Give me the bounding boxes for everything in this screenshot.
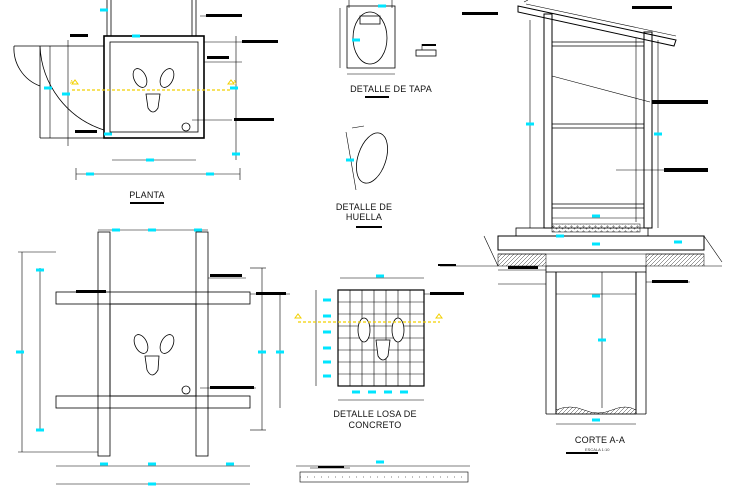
dimension-tag [592,418,600,422]
dimension-tag [654,132,662,136]
dimension-tag [146,158,154,162]
dimension-tag [323,346,331,350]
section-title: CORTE A-A [574,435,626,445]
dimension-tag [592,294,600,298]
dimension-tag [148,482,156,486]
dimension-tag [526,122,534,126]
section-mark-left: A [70,80,74,86]
dimension-tag [323,330,331,334]
dimension-tag [368,390,376,394]
dimension-tag [323,360,331,364]
dimension-tag [556,234,564,238]
dimension-tag [194,228,202,232]
dimension-tag [378,4,386,8]
dimension-tag [232,152,240,156]
dimension-tag [376,274,384,278]
dimension-tag [323,298,331,302]
dimension-tag [352,390,360,394]
dimension-tag [230,86,238,90]
dimension-tag [36,428,44,432]
dimension-tag [112,228,120,232]
gravel-bed [551,223,641,233]
ground-hatch-right [645,253,705,267]
dimension-tag [598,338,606,342]
dimension-tag [104,132,112,136]
dimension-tag [44,86,52,90]
pit-bottom [555,406,637,415]
slab-detail [315,277,462,401]
dimension-tag [132,34,140,38]
section-cut-line [71,79,235,91]
footprint-detail-title-line1: DETALLE DE [335,202,393,212]
lid-detail [339,0,437,75]
slab-section-strip [296,465,470,483]
section-scale: ESCALA 1:10 [585,447,610,452]
dimension-tag [100,462,108,466]
slab-detail-title-line2: CONCRETO [348,420,402,430]
dimension-tag [400,390,408,394]
section-view [440,0,723,425]
slab-rebar-grid [338,290,424,386]
dimension-tag [148,228,156,232]
plan-leader-tags [70,14,278,204]
dimension-tag [36,268,44,272]
lid-detail-title: DETALLE DE TAPA [350,84,432,94]
dimension-tag [276,350,284,354]
ground-hatch-left [497,253,547,267]
structure-leader-tags [76,274,286,389]
dimension-tag [16,350,24,354]
dimension-tag [376,460,384,464]
dimension-tag [62,92,70,96]
dimension-tag [148,462,156,466]
structure-plan [18,229,290,485]
dimension-tag [674,240,682,244]
dimension-tag [323,374,331,378]
dimension-tag [100,8,108,12]
footprint-detail-title-line2: HUELLA [345,212,383,222]
dimension-tag [206,172,214,176]
plan-title: PLANTA [129,190,165,200]
dimension-tag [258,350,266,354]
dimension-tag [226,462,234,466]
footprint-detail [345,125,388,191]
dimension-tag [592,242,600,246]
dimension-tag [352,38,360,42]
dimension-tag [346,158,354,162]
dimension-tag [384,390,392,394]
dimension-tags [16,4,682,486]
dimension-tag [592,214,600,218]
section-mark-right: A [233,80,237,86]
section-leader-tags [438,6,708,454]
dimension-tag [86,172,94,176]
slab-detail-title-line1: DETALLE LOSA DE [333,409,417,419]
dimension-tag [323,314,331,318]
